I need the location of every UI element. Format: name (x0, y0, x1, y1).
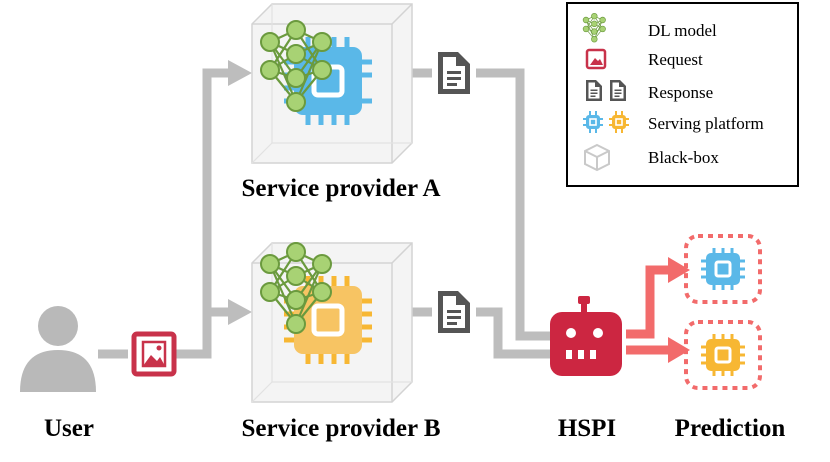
legend-serving-platform-text: Serving platform (648, 114, 764, 133)
request-image-icon (131, 331, 177, 377)
legend-chip-icon (583, 111, 629, 133)
legend-response-text: Response (648, 83, 713, 102)
legend: DL model Request Response (566, 2, 799, 187)
response-a-to-hspi-line (476, 68, 552, 341)
prediction-label: Prediction (675, 415, 786, 442)
legend-request-text: Request (648, 50, 703, 69)
arrowhead-provider-b (228, 299, 252, 325)
response-a-document-icon (438, 52, 470, 94)
red-arrows (626, 257, 690, 363)
legend-image-icon (585, 48, 607, 70)
user-label: User (44, 415, 94, 442)
request-to-provider-a-line (176, 68, 232, 359)
legend-black-box-text: Black-box (648, 148, 719, 167)
response-b-to-hspi-line (476, 307, 552, 359)
legend-cube-icon (584, 143, 610, 172)
arrowhead-provider-a (228, 60, 252, 86)
provider-b-chip-icon (284, 276, 372, 364)
prediction-blue-chip-icon (684, 234, 762, 304)
provider-a-label: Service provider A (241, 175, 440, 202)
legend-dl-model-text: DL model (648, 21, 717, 40)
hspi-robot-icon (550, 296, 622, 376)
user-icon (20, 306, 96, 392)
hspi-label: HSPI (558, 415, 616, 442)
provider-b-label: Service provider B (241, 415, 440, 442)
response-b-document-icon (438, 291, 470, 333)
prediction-yellow-chip-icon (684, 320, 762, 390)
